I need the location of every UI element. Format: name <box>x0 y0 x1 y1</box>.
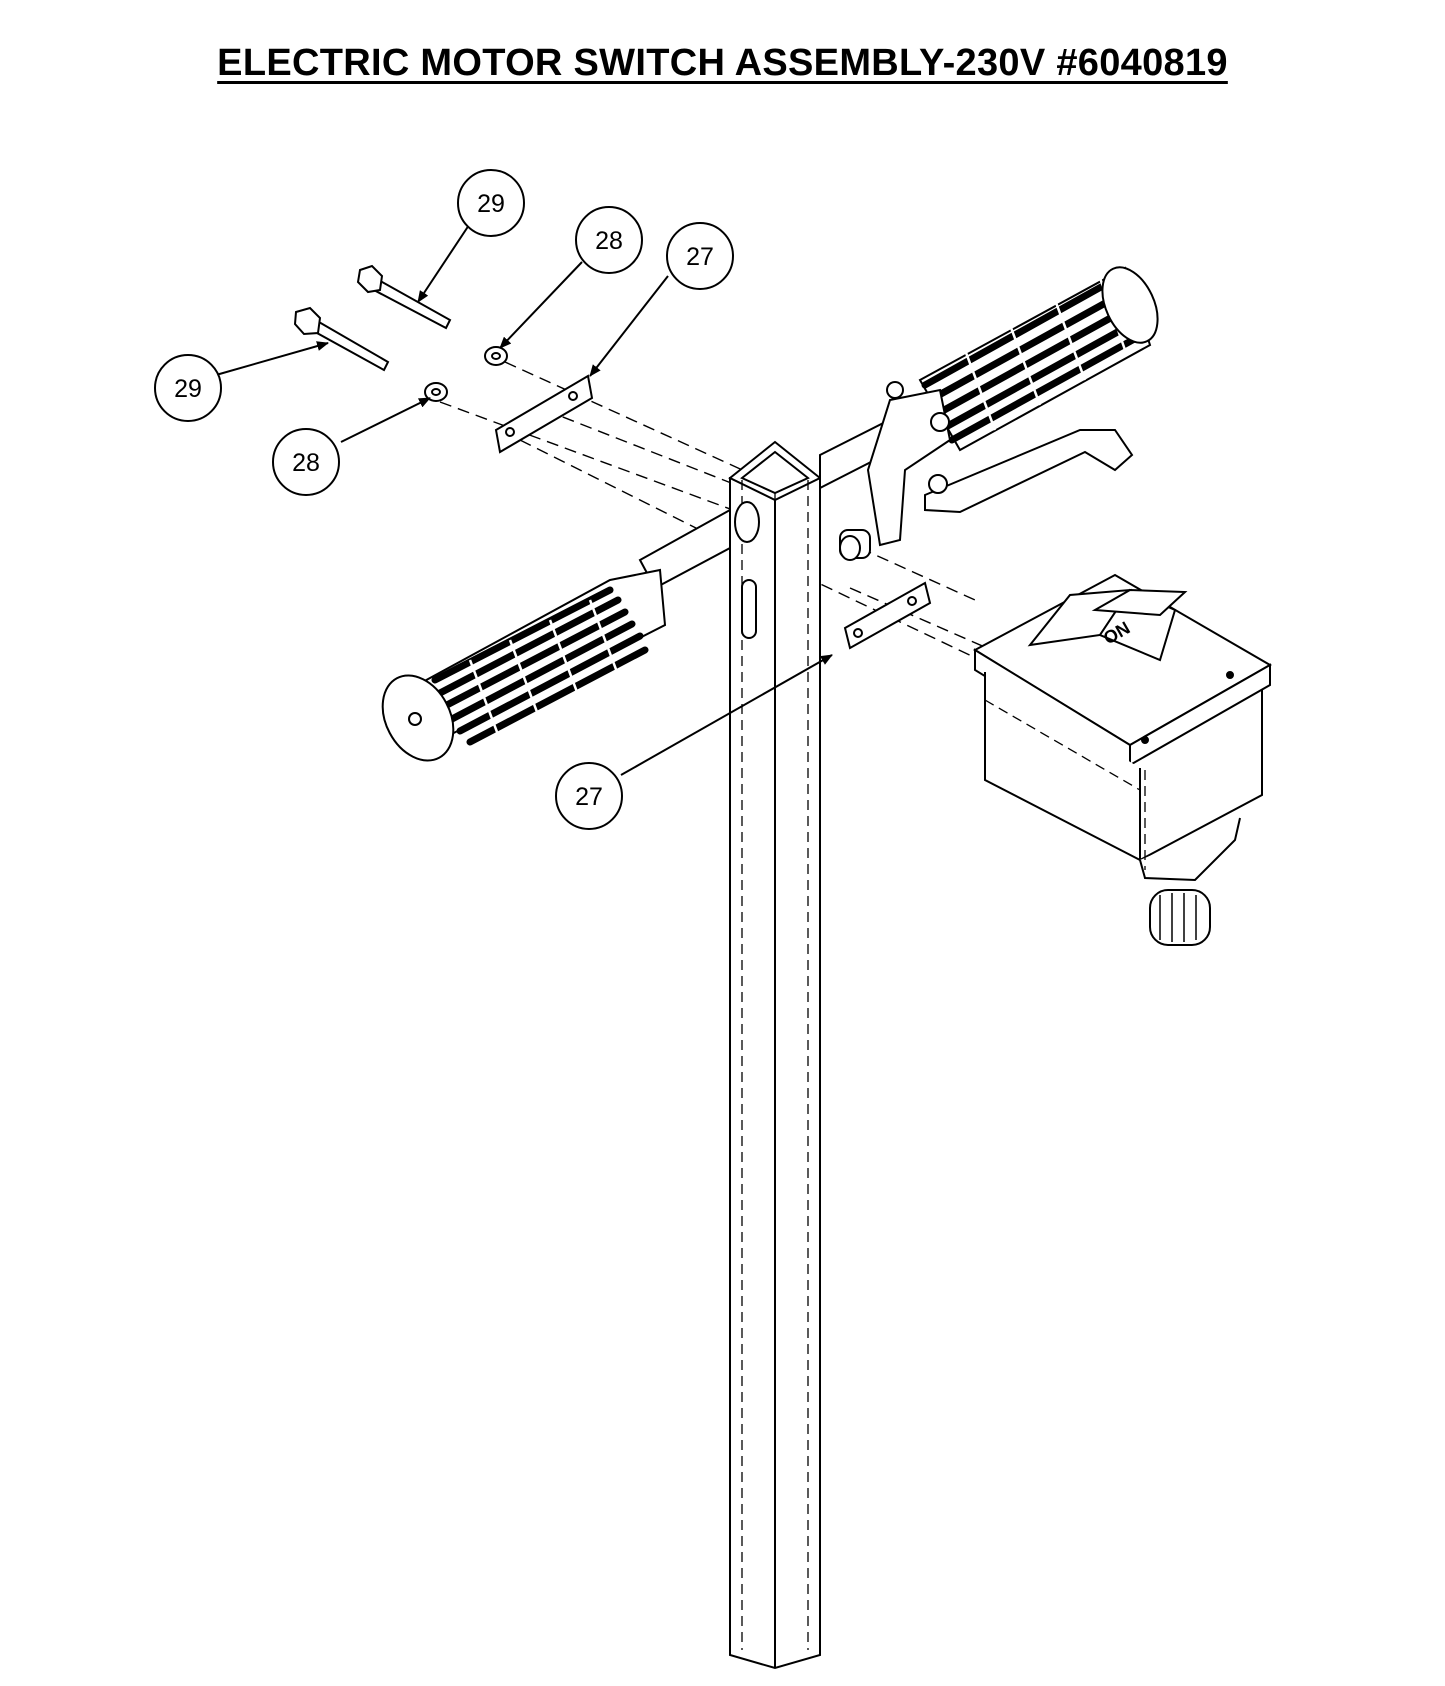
plate-lower <box>843 581 932 650</box>
callout-28-lower: 28 <box>272 428 340 496</box>
callout-27-lower: 27 <box>555 762 623 830</box>
switch-box: ON <box>972 573 1273 946</box>
callout-label: 27 <box>575 783 603 811</box>
lever-assembly <box>839 381 1134 561</box>
drawing-title: ELECTRIC MOTOR SWITCH ASSEMBLY-230V #604… <box>217 42 1228 84</box>
callout-label: 27 <box>686 243 714 271</box>
leader-lines <box>215 221 833 776</box>
callout-label: 29 <box>174 375 202 403</box>
right-grip <box>918 266 1159 452</box>
plate-upper <box>494 374 594 454</box>
callout-label: 29 <box>477 190 505 218</box>
callout-label: 28 <box>595 227 623 255</box>
bolt-upper <box>356 264 452 330</box>
callout-27-upper: 27 <box>666 222 734 290</box>
left-grip <box>381 568 667 762</box>
washer-lower <box>424 382 448 402</box>
callout-29-upper: 29 <box>457 169 525 237</box>
washer-upper <box>484 346 508 366</box>
callout-label: 28 <box>292 449 320 477</box>
callout-28-upper: 28 <box>575 206 643 274</box>
bolt-lower <box>293 306 390 372</box>
callout-29-lower: 29 <box>154 354 222 422</box>
vertical-post <box>728 440 822 1670</box>
